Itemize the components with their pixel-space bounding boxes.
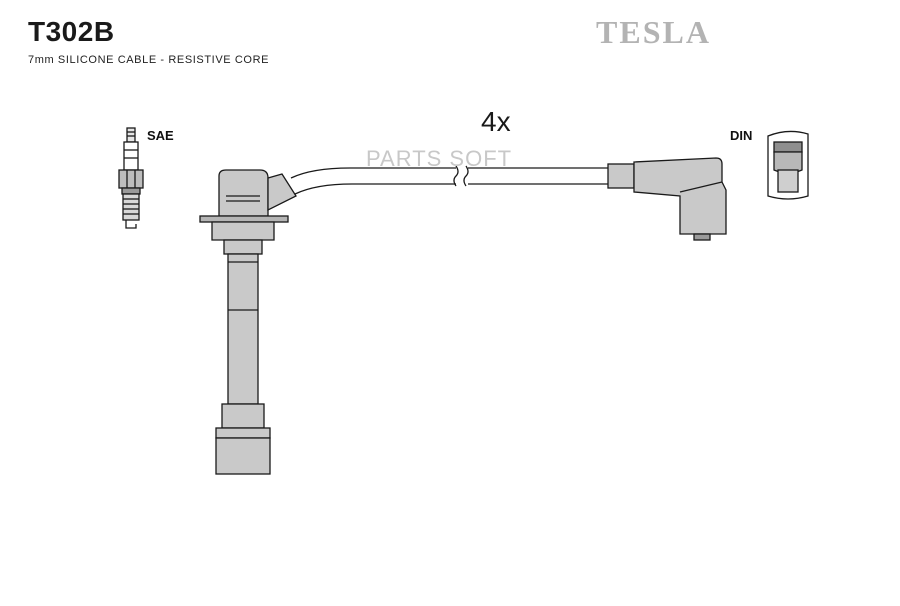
- watermark: PARTS SOFT: [366, 146, 513, 171]
- spark-plug-icon: [118, 127, 144, 229]
- quantity-label: 4x: [481, 106, 511, 137]
- part-number: T302B: [28, 16, 115, 47]
- cable-icon: [290, 165, 612, 195]
- din-label: DIN: [730, 128, 753, 143]
- connector-boot-icon: [607, 157, 727, 241]
- din-terminal-icon: [767, 130, 809, 200]
- sae-label: SAE: [147, 128, 174, 143]
- cable-description: 7mm SILICONE CABLE - RESISTIVE CORE: [28, 54, 270, 66]
- brand-logo: TESLA: [596, 14, 711, 50]
- plug-boot-icon: [199, 169, 297, 475]
